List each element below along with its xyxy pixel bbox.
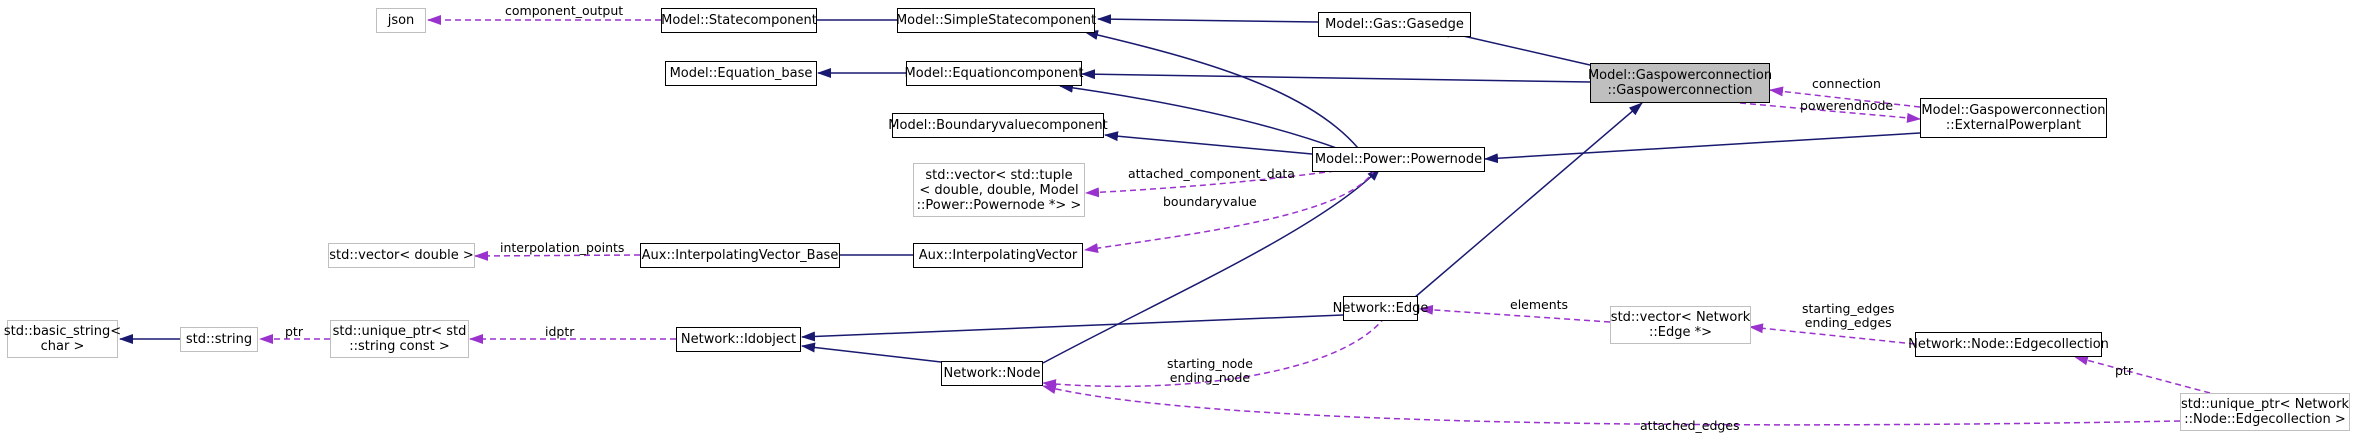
label-starting-ending-node: starting_node ending_node: [1167, 356, 1253, 385]
edge-unique-ptr-edgecollection-ptr: [2074, 355, 2211, 394]
node-vector-double[interactable]: std::vector< double >: [328, 243, 475, 268]
edge-simplestatecomponent-to-gasedge: [1097, 14, 1319, 25]
node-basic-string[interactable]: std::basic_string< char >: [4, 320, 121, 358]
edge-equationcomponent-to-powernode: [1059, 82, 1343, 151]
node-externalpowerplant[interactable]: Model::Gaspowerconnection ::ExternalPowe…: [1920, 98, 2107, 138]
node-idobject[interactable]: Network::Idobject: [676, 327, 801, 352]
edge-powernode-to-externalpowerplant: [1484, 132, 1921, 164]
node-statecomponent[interactable]: Model::Statecomponent: [661, 8, 817, 33]
edge-node-to-powernode: [1042, 167, 1381, 364]
node-powernode[interactable]: Model::Power::Powernode: [1312, 147, 1485, 172]
edge-idobject-to-edge: [801, 314, 1344, 342]
node-unique-ptr-string[interactable]: std::unique_ptr< std ::string const >: [330, 320, 469, 358]
edge-idobject-to-node: [801, 342, 942, 363]
label-attached-edges: attached_edges: [1640, 418, 1740, 433]
label-starting-ending-edges: starting_edges ending_edges: [1802, 301, 1895, 330]
node-vector-tuple[interactable]: std::vector< std::tuple < double, double…: [913, 163, 1085, 217]
node-simplestatecomponent[interactable]: Model::SimpleStatecomponent: [896, 8, 1096, 33]
label-ptr-edgecollection: ptr: [2115, 363, 2133, 378]
edge-boundaryvaluecomponent-to-powernode: [1104, 131, 1313, 155]
label-attached-component-data: attached_component_data: [1128, 166, 1295, 181]
label-ptr-string: ptr: [285, 324, 303, 339]
node-equationcomponent[interactable]: Model::Equationcomponent: [905, 61, 1083, 86]
label-idptr: idptr: [545, 324, 575, 339]
label-elements: elements: [1510, 297, 1569, 312]
node-edge[interactable]: Network::Edge: [1333, 296, 1428, 321]
edge-equationcomponent-to-gaspowerconnection: [1081, 69, 1591, 83]
node-node[interactable]: Network::Node: [941, 361, 1043, 386]
edge-vector-edge-elements: [1419, 304, 1611, 323]
label-boundaryvalue: boundaryvalue: [1163, 194, 1257, 209]
node-interpolatingvector-base[interactable]: Aux::InterpolatingVector_Base: [640, 243, 840, 268]
edge-edge-to-gaspowerconnection: [1413, 102, 1643, 299]
edge-interpolatingvector-boundaryvalue: [1084, 168, 1376, 254]
label-component-output: component_output: [505, 3, 624, 18]
label-interpolation-points: interpolation_points: [500, 240, 625, 255]
node-gasedge[interactable]: Model::Gas::Gasedge: [1318, 12, 1471, 37]
node-gaspowerconnection[interactable]: Model::Gaspowerconnection ::Gaspowerconn…: [1588, 63, 1772, 103]
node-vector-edge[interactable]: std::vector< Network ::Edge *>: [1610, 306, 1751, 344]
label-powerendnode: powerendnode: [1800, 98, 1894, 113]
edge-powernode-powerendnode: [1739, 102, 1921, 123]
edge-simplestatecomponent-to-powernode: [1084, 30, 1359, 149]
edge-vector-double-interpolation-points: [474, 250, 641, 261]
edge-powernode-attached-component-data: [1085, 170, 1336, 198]
edge-externalpowerplant-connection: [1769, 86, 1921, 108]
edge-edgecollection-starting-ending-edges: [1749, 323, 1916, 345]
edge-node-starting-ending-node: [1042, 316, 1386, 390]
edge-node-attached-edges: [1042, 384, 2181, 426]
node-interpolatingvector[interactable]: Aux::InterpolatingVector: [913, 243, 1083, 268]
node-edgecollection[interactable]: Network::Node::Edgecollection: [1908, 332, 2109, 357]
node-boundaryvaluecomponent[interactable]: Model::Boundaryvaluecomponent: [888, 113, 1108, 138]
node-unique-ptr-edgecollection[interactable]: std::unique_ptr< Network ::Node::Edgecol…: [2180, 393, 2350, 431]
node-string[interactable]: std::string: [180, 327, 258, 352]
label-connection: connection: [1812, 76, 1881, 91]
node-json[interactable]: json: [376, 8, 426, 33]
node-equation-base[interactable]: Model::Equation_base: [665, 61, 817, 86]
